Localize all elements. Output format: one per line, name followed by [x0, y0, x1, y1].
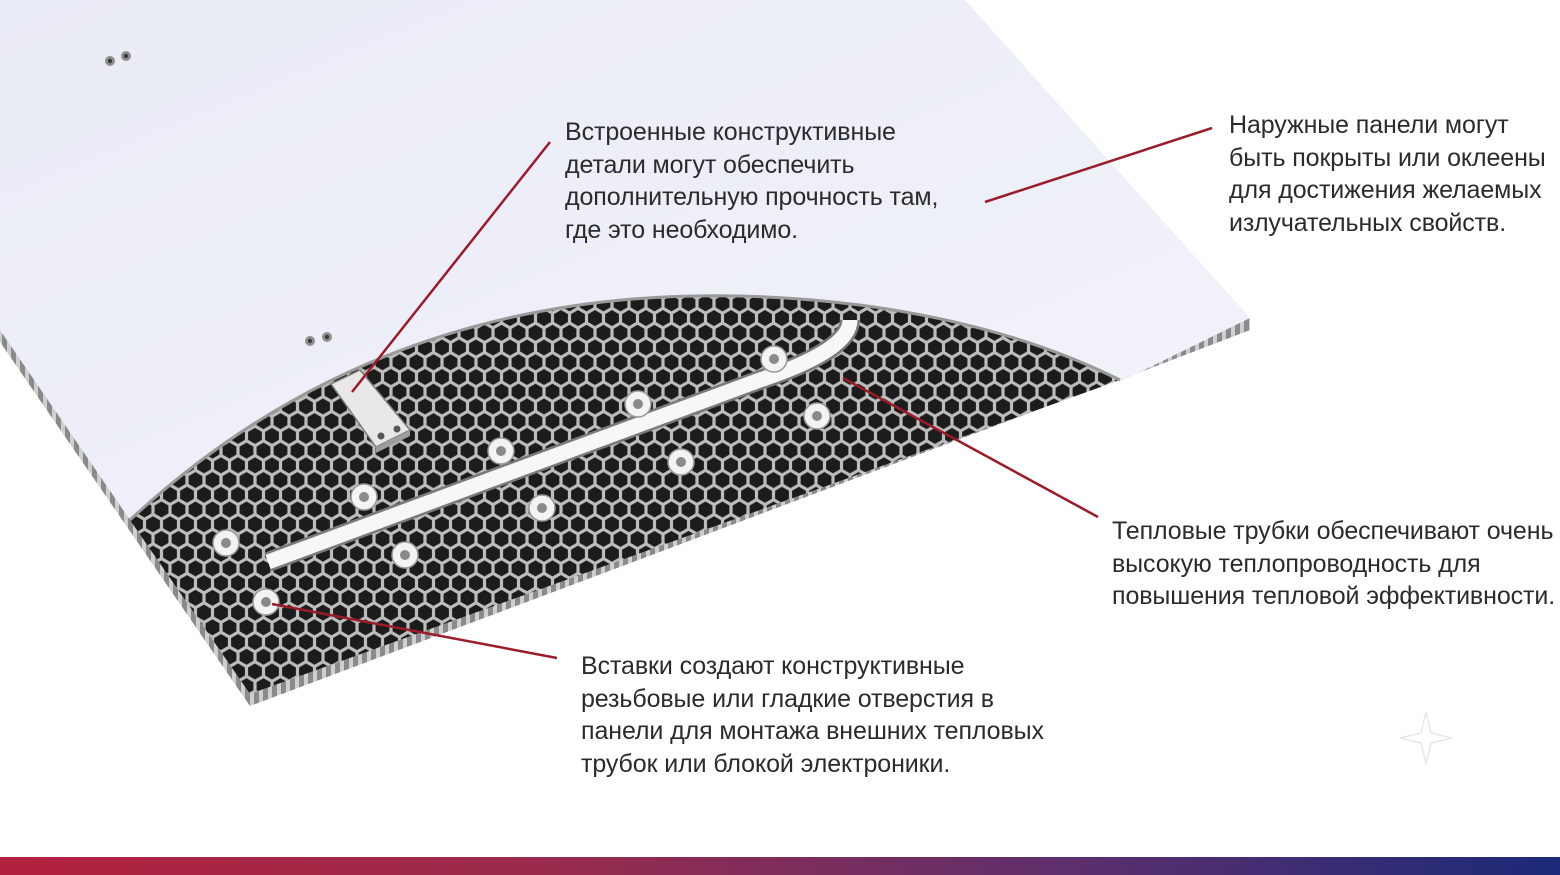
watermark-star-icon [1399, 711, 1453, 765]
leader-lines [271, 126, 1213, 660]
face-screws-top [105, 51, 131, 66]
insert [803, 402, 831, 430]
leader-line-inserts [271, 602, 558, 660]
insert [528, 494, 556, 522]
embedded-structural-detail [329, 369, 412, 453]
outer-face-sheet [0, 0, 1250, 520]
insert [212, 529, 240, 557]
callout-outer-panels: Наружные панели могут быть покрыты или о… [1229, 111, 1546, 237]
leader-line-heat-pipes [842, 376, 1099, 519]
insert [252, 588, 280, 616]
insert [487, 437, 515, 465]
insert [760, 345, 788, 373]
face-sheet-cut-edge [128, 294, 1121, 522]
insert [350, 483, 378, 511]
leader-line-outer-panels [984, 126, 1213, 204]
insert [667, 448, 695, 476]
insert [624, 390, 652, 418]
face-screws-middle [305, 332, 332, 346]
callout-heat-pipes: Тепловые трубки обеспечивают очень высок… [1112, 517, 1556, 610]
insert [391, 541, 419, 569]
panel-left-edge [0, 330, 250, 706]
callout-structural-details: Встроенные конструктивные детали могут о… [565, 118, 939, 244]
callout-inserts: Вставки создают конструктивные резьбовые… [581, 652, 1044, 778]
bottom-gradient-bar [0, 857, 1560, 875]
heat-pipe-highlight [265, 319, 858, 570]
inserts [212, 345, 831, 616]
leader-line-structural [351, 141, 551, 393]
